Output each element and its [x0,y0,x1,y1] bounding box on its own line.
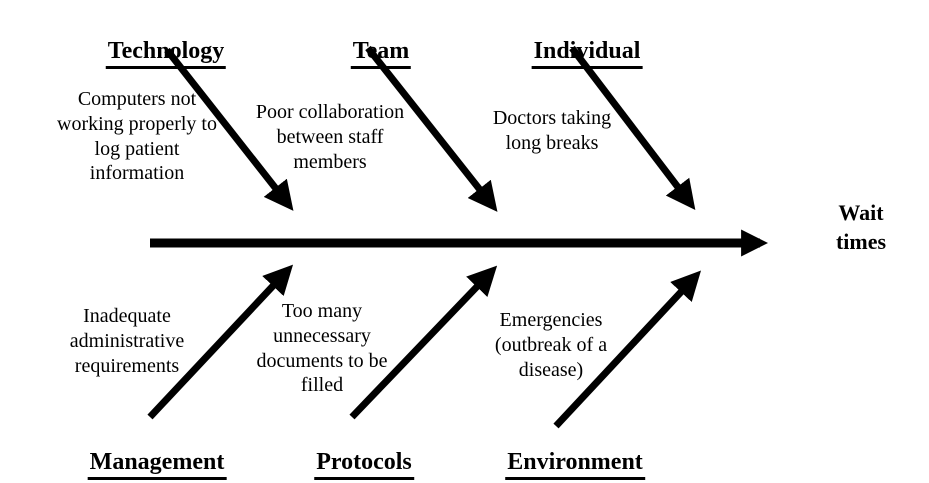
cause-environment: Emergencies (outbreak of a disease) [494,309,608,381]
category-technology: Technology [105,12,227,69]
environment-branch-arrow [553,270,702,429]
category-management: Management [87,423,227,480]
cause-team: Poor collaboration between staff members [255,101,405,173]
cause-protocols: Too many unnecessary documents to be fil… [256,300,388,397]
individual-branch-arrow [569,45,696,211]
team-branch-arrow [365,45,498,212]
category-team: Team [350,12,412,69]
category-protocols: Protocols [314,423,414,480]
cause-technology: Computers not working properly to log pa… [57,88,217,185]
protocols-branch-arrow [349,265,498,420]
technology-branch-arrow [164,47,294,211]
category-individual: Individual [531,12,643,69]
category-management-label: Management [87,449,227,480]
category-team-label: Team [350,38,412,69]
category-environment-label: Environment [505,449,645,480]
cause-management: Inadequate administrative requirements [69,305,185,377]
cause-individual: Doctors taking long breaks [492,107,612,154]
category-individual-label: Individual [531,38,643,69]
category-environment: Environment [505,423,645,480]
management-branch-arrow [147,264,294,420]
effect-label: Wait times [835,200,887,254]
category-protocols-label: Protocols [314,449,414,480]
category-technology-label: Technology [105,38,227,69]
